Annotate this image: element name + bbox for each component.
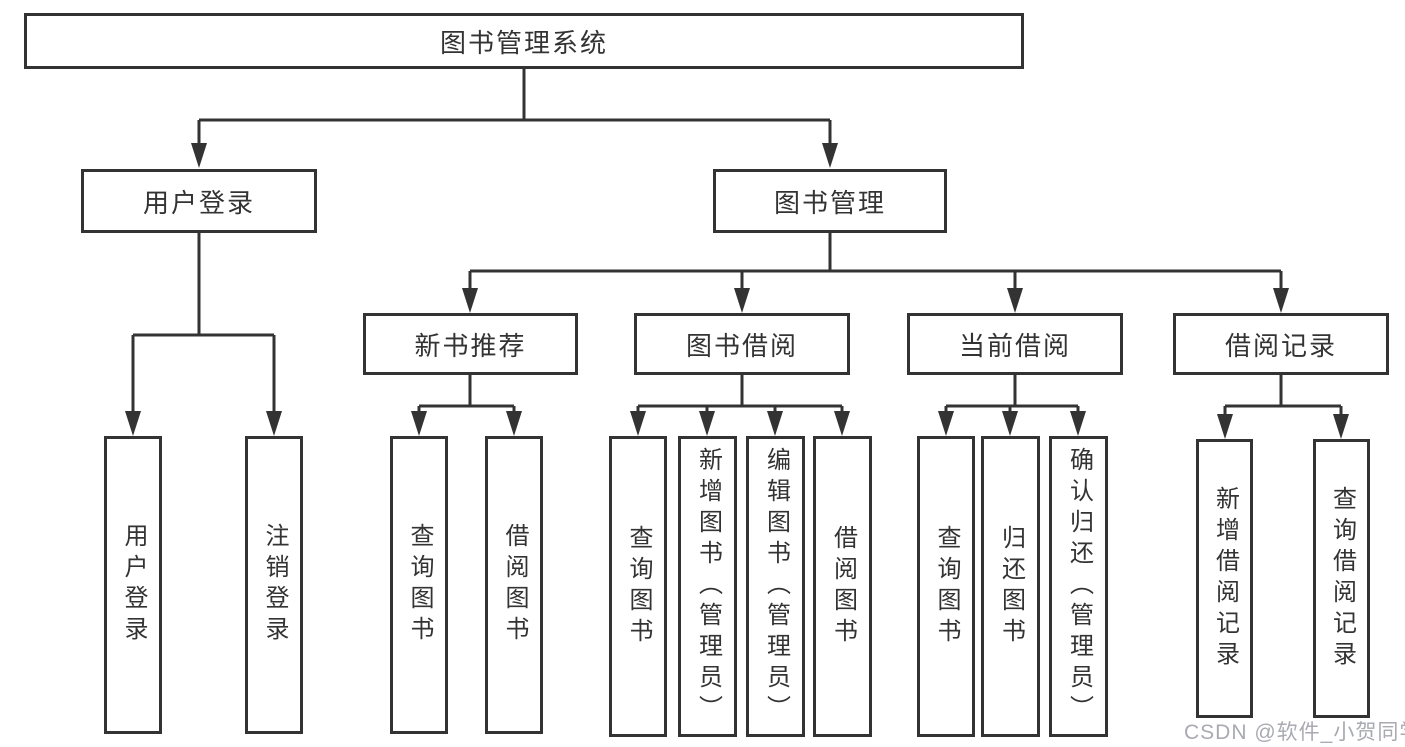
arrowhead <box>411 411 427 436</box>
arrowhead <box>1333 414 1349 439</box>
arrowhead <box>767 411 783 436</box>
watermark: CSDN @软件_小贺同学 <box>1184 721 1405 744</box>
leaf-label: 借阅图书 <box>829 524 857 649</box>
arrowhead <box>630 411 646 436</box>
arrowhead <box>1007 288 1023 313</box>
arrowhead <box>125 411 141 436</box>
arrowhead <box>734 288 750 313</box>
node-leaf-borrow-books-recommend: 借阅图书 <box>485 436 543 734</box>
arrowhead <box>191 143 207 168</box>
node-library-system: 图书管理系统 <box>24 13 1024 69</box>
arrowhead <box>1217 414 1233 439</box>
node-leaf-user-login: 用户登录 <box>104 436 162 734</box>
node-leaf-query-books-recommend: 查询图书 <box>390 436 448 734</box>
node-leaf-query-books-current: 查询图书 <box>917 436 975 737</box>
arrowhead <box>1070 411 1086 436</box>
arrowhead <box>266 411 282 436</box>
node-leaf-add-books-admin: 新增图书（管理员） <box>678 436 737 737</box>
leaf-label: 查询图书 <box>625 524 652 649</box>
leaf-label: 新增图书（管理员） <box>694 447 722 726</box>
node-borrow-records: 借阅记录 <box>1173 313 1389 375</box>
leaf-label: 归还图书 <box>997 524 1025 649</box>
leaf-label: 用户登录 <box>120 523 147 647</box>
leaf-label: 确认归还（管理员） <box>1065 447 1093 726</box>
arrowhead <box>1002 411 1018 436</box>
arrowhead <box>938 411 954 436</box>
node-book-management: 图书管理 <box>713 169 947 233</box>
leaf-label: 查询借阅记录 <box>1328 485 1356 672</box>
node-leaf-edit-books-admin: 编辑图书（管理员） <box>746 436 805 737</box>
node-current-borrowing: 当前借阅 <box>907 313 1123 375</box>
arrowhead <box>699 411 715 436</box>
node-leaf-confirm-return-admin: 确认归还（管理员） <box>1049 436 1108 737</box>
arrowhead <box>506 411 522 436</box>
node-leaf-logout: 注销登录 <box>245 436 303 734</box>
leaf-label: 查询图书 <box>933 524 960 649</box>
arrowhead <box>1273 288 1289 313</box>
leaf-label: 新增借阅记录 <box>1211 485 1239 672</box>
node-leaf-return-books: 归还图书 <box>981 436 1040 737</box>
leaf-label: 查询图书 <box>406 523 433 647</box>
node-user-login: 用户登录 <box>81 169 317 233</box>
node-leaf-query-books-borrow: 查询图书 <box>609 436 667 737</box>
node-leaf-borrow-books: 借阅图书 <box>813 436 872 737</box>
node-book-borrowing: 图书借阅 <box>634 313 850 375</box>
node-new-book-recommend: 新书推荐 <box>363 313 578 375</box>
node-leaf-add-borrow-record: 新增借阅记录 <box>1196 439 1253 718</box>
leaf-label: 注销登录 <box>261 523 288 647</box>
node-leaf-query-borrow-record: 查询借阅记录 <box>1313 439 1370 718</box>
leaf-label: 编辑图书（管理员） <box>762 447 790 726</box>
arrowhead <box>834 411 850 436</box>
arrowhead <box>822 143 838 168</box>
arrowhead <box>462 288 478 313</box>
leaf-label: 借阅图书 <box>501 523 528 647</box>
